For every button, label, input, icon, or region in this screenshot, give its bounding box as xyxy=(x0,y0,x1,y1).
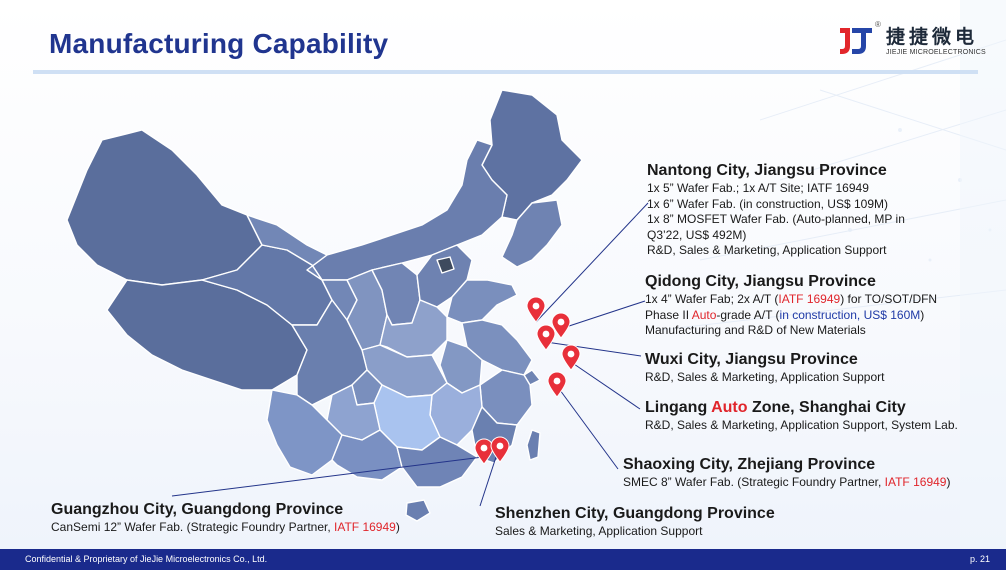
company-logo: ® 捷捷微电 JIEJIE MICROELECTRONICS xyxy=(838,20,988,62)
region-henan xyxy=(379,299,448,358)
pin-icon xyxy=(561,344,581,371)
footer-bar: Confidential & Proprietary of JieJie Mic… xyxy=(0,549,1006,570)
text: Lingang xyxy=(645,399,712,416)
pin-icon xyxy=(526,296,546,323)
region-taiwan xyxy=(526,429,541,461)
site-nantong-line: 1x 6” Wafer Fab. (in construction, US$ 1… xyxy=(647,196,888,211)
site-nantong-line: Q3’22, US$ 492M) xyxy=(647,227,747,242)
region-jilin-liaoning xyxy=(501,199,563,268)
construction-highlight: in construction, US$ 160M xyxy=(779,307,921,322)
text: ) xyxy=(920,307,925,322)
site-shenzhen-name: Shenzhen City, Guangdong Province xyxy=(495,505,775,522)
text: SMEC 8” Wafer Fab. (Strategic Foundry Pa… xyxy=(623,475,885,489)
leader-line-qidong xyxy=(562,300,646,329)
pin-icon xyxy=(551,312,571,339)
text: ) xyxy=(395,520,400,534)
leader-line-wuxi xyxy=(545,341,642,357)
region-guangxi xyxy=(331,429,403,481)
leader-line-shaoxing xyxy=(556,385,619,470)
site-nantong-line: 1x 8” MOSFET Wafer Fab. (Auto-planned, M… xyxy=(647,212,905,226)
logo-english-name: JIEJIE MICROELECTRONICS xyxy=(886,49,986,56)
site-wuxi-name: Wuxi City, Jiangsu Province xyxy=(645,351,858,368)
site-shaoxing-name: Shaoxing City, Zhejiang Province xyxy=(623,456,876,473)
certification-highlight: IATF 16949 xyxy=(884,475,947,489)
site-shaoxing-line: SMEC 8” Wafer Fab. (Strategic Foundry Pa… xyxy=(623,475,950,491)
registered-mark: ® xyxy=(875,20,881,29)
certification-highlight: IATF 16949 xyxy=(778,292,841,306)
site-guangzhou-name: Guangzhou City, Guangdong Province xyxy=(51,501,344,518)
pin-icon xyxy=(474,438,494,465)
text: -grade A/T ( xyxy=(716,307,780,322)
title-underline xyxy=(33,70,978,74)
certification-highlight: IATF 16949 xyxy=(334,520,396,534)
region-hainan xyxy=(405,499,431,522)
site-qidong-line: Manufacturing and R&D of New Materials xyxy=(645,323,866,337)
auto-highlight: Auto xyxy=(691,307,717,322)
region-beijing xyxy=(436,256,455,274)
page-number: p. 21 xyxy=(969,554,990,564)
auto-highlight: Auto xyxy=(711,399,748,416)
pin-icon xyxy=(547,371,567,398)
text: 1x 4” Wafer Fab; 2x A/T ( xyxy=(645,292,779,306)
pin-icon xyxy=(536,324,556,351)
leader-line-shenzhen xyxy=(479,453,498,507)
site-guangzhou: Guangzhou City, Guangdong Province CanSe… xyxy=(51,500,400,536)
map-pins xyxy=(474,296,581,465)
region-guangdong xyxy=(396,436,478,488)
leader-line-lingang xyxy=(570,361,641,410)
site-qidong-name: Qidong City, Jiangsu Province xyxy=(645,273,876,290)
site-qidong: Qidong City, Jiangsu Province 1x 4” Wafe… xyxy=(645,272,937,339)
site-guangzhou-line: CanSemi 12” Wafer Fab. (Strategic Foundr… xyxy=(51,520,400,536)
site-qidong-line: Phase II Auto-grade A/T (in construction… xyxy=(645,308,937,324)
china-map xyxy=(66,89,583,522)
text: ) xyxy=(946,475,951,489)
site-qidong-line: 1x 4” Wafer Fab; 2x A/T (IATF 16949) for… xyxy=(645,292,937,308)
logo-chinese-name: 捷捷微电 xyxy=(886,26,979,48)
site-wuxi: Wuxi City, Jiangsu Province R&D, Sales &… xyxy=(645,350,884,386)
site-lingang-line: R&D, Sales & Marketing, Application Supp… xyxy=(645,418,958,432)
site-shenzhen: Shenzhen City, Guangdong Province Sales … xyxy=(495,504,775,540)
site-nantong: Nantong City, Jiangsu Province 1x 5” Waf… xyxy=(647,161,905,259)
site-lingang: Lingang Auto Zone, Shanghai City R&D, Sa… xyxy=(645,398,958,434)
site-wuxi-line: R&D, Sales & Marketing, Application Supp… xyxy=(645,370,885,384)
jj-logo-icon xyxy=(840,28,872,54)
pin-icon xyxy=(490,436,510,463)
site-nantong-name: Nantong City, Jiangsu Province xyxy=(647,162,887,179)
text: Phase II xyxy=(645,307,692,322)
site-nantong-line: R&D, Sales & Marketing, Application Supp… xyxy=(647,243,887,257)
text: ) for TO/SOT/DFN xyxy=(840,292,938,306)
page-title: Manufacturing Capability xyxy=(49,28,389,59)
site-shenzhen-line: Sales & Marketing, Application Support xyxy=(495,524,703,538)
region-shandong xyxy=(446,279,518,324)
footer-confidential: Confidential & Proprietary of JieJie Mic… xyxy=(25,554,268,564)
leader-line-guangzhou xyxy=(171,456,484,497)
site-lingang-name: Lingang Auto Zone, Shanghai City xyxy=(645,398,958,418)
site-nantong-line: 1x 5” Wafer Fab.; 1x A/T Site; IATF 1694… xyxy=(647,181,869,195)
text: CanSemi 12” Wafer Fab. (Strategic Foundr… xyxy=(51,520,335,534)
text: Zone, Shanghai City xyxy=(747,399,906,416)
site-shaoxing: Shaoxing City, Zhejiang Province SMEC 8”… xyxy=(623,455,950,491)
leader-line-nantong xyxy=(535,202,649,323)
